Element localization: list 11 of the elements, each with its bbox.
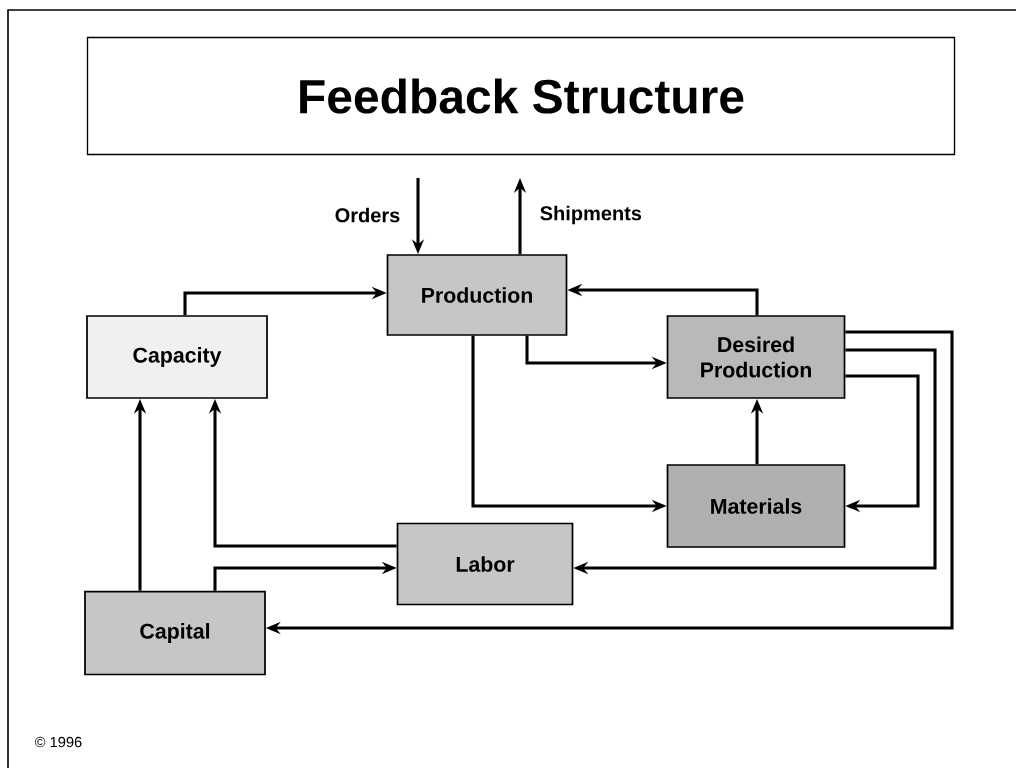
box: Materials (666, 464, 846, 548)
box: Capacity (86, 315, 268, 399)
box: Desired Production (666, 315, 846, 399)
arrow (845, 374, 920, 513)
title-box: Feedback Structure (86, 36, 956, 156)
edge-label: Orders (335, 207, 400, 223)
box: Production (386, 254, 568, 336)
box: Labor (396, 522, 574, 606)
edge-label: Shipments (540, 205, 642, 225)
copyright-note: © 1996 (34, 736, 82, 748)
box: Capital (84, 590, 266, 676)
